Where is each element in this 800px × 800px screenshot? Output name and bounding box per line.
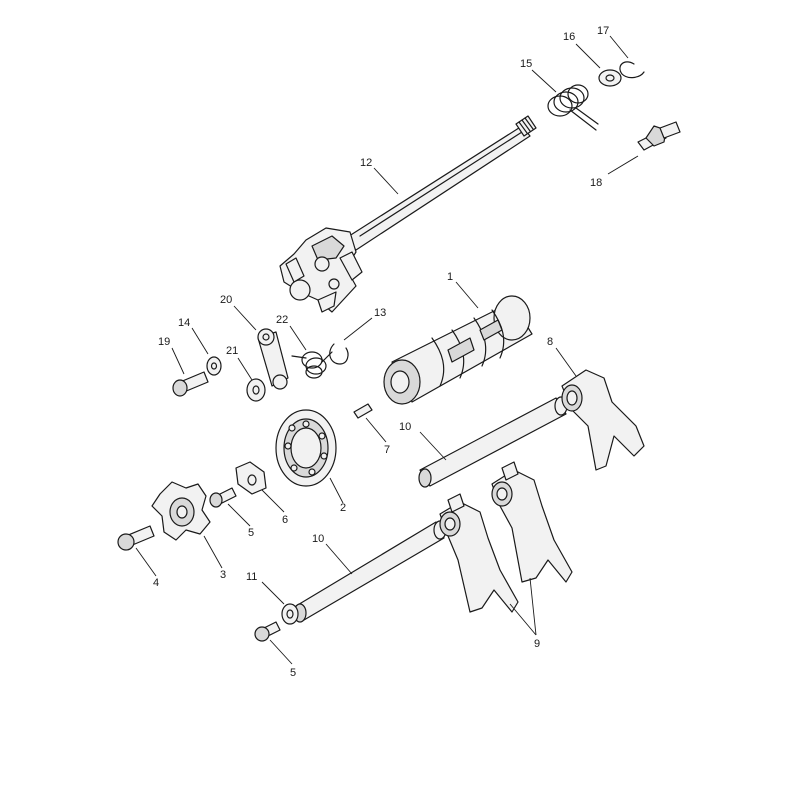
- part-9-selector-forks: [439, 461, 573, 613]
- leader-5b: [269, 639, 293, 665]
- callout-2: 2: [340, 502, 346, 514]
- callout-10-lower: 10: [312, 533, 324, 545]
- callout-13: 13: [374, 307, 386, 319]
- leader-18: [607, 155, 639, 175]
- callout-15: 15: [520, 58, 532, 70]
- callout-7: 7: [384, 444, 390, 456]
- part-4-bolt: [117, 525, 155, 551]
- part-16-washer: [598, 69, 622, 87]
- part-15-spring: [547, 84, 599, 131]
- shaft-thread-end: [515, 115, 537, 137]
- selector-plate: [279, 227, 363, 313]
- leader-19: [171, 347, 185, 375]
- part-5-bolt-lower: [254, 621, 281, 642]
- leader-9b: [529, 577, 537, 636]
- leader-7: [365, 417, 387, 443]
- callout-11: 11: [246, 571, 257, 583]
- leader-13: [343, 317, 373, 341]
- leader-22: [289, 325, 307, 351]
- part-5-bolt-upper: [209, 487, 237, 508]
- callout-18: 18: [590, 177, 602, 189]
- callout-19: 19: [158, 336, 170, 348]
- callout-5-lower: 5: [290, 667, 296, 679]
- part-21-washer: [246, 378, 266, 402]
- callout-14: 14: [178, 317, 190, 329]
- callout-10-upper: 10: [399, 421, 411, 433]
- callout-12: 12: [360, 157, 372, 169]
- leader-10b: [325, 543, 353, 575]
- leader-lines: [135, 35, 639, 665]
- callout-22: 22: [276, 314, 288, 326]
- part-22-spring: [291, 351, 333, 379]
- leader-10a: [419, 431, 447, 461]
- leader-20: [233, 305, 257, 331]
- leader-6: [261, 489, 285, 513]
- callout-labels: 1 2 3 4 5 5 6 7 8 9 10 10 11 12 13 14 15…: [153, 25, 609, 679]
- leader-14: [191, 327, 209, 355]
- callout-4: 4: [153, 577, 159, 589]
- leader-12: [373, 167, 399, 195]
- leader-1: [455, 281, 479, 309]
- leader-2: [329, 477, 344, 504]
- leader-15: [531, 69, 557, 93]
- callout-1: 1: [447, 271, 453, 283]
- callout-20: 20: [220, 294, 232, 306]
- part-1-selector-drum: [383, 295, 533, 405]
- part-10-fork-rod-lower: [293, 520, 447, 623]
- callout-17: 17: [597, 25, 609, 37]
- callout-21: 21: [226, 345, 238, 357]
- callout-9: 9: [534, 638, 540, 650]
- callout-8: 8: [547, 336, 553, 348]
- part-17-circlip: [619, 61, 645, 79]
- callout-5-upper: 5: [248, 527, 254, 539]
- part-14-washer: [206, 356, 222, 376]
- part-6-cam-plate: [235, 461, 267, 495]
- leader-3: [203, 535, 223, 569]
- leader-21: [237, 357, 253, 381]
- part-18-stud: [637, 121, 681, 151]
- part-3-detent-star: [151, 481, 211, 541]
- leader-8: [555, 347, 577, 377]
- part-20-stopper-arm: [257, 328, 289, 390]
- leader-4: [135, 547, 157, 577]
- leader-17: [609, 35, 629, 59]
- leader-9a: [509, 603, 537, 636]
- callout-16: 16: [563, 31, 575, 43]
- part-13-circlip: [329, 343, 349, 365]
- leader-11: [261, 581, 285, 605]
- part-8-selector-fork: [561, 369, 645, 471]
- part-10-fork-rod-upper: [418, 396, 568, 488]
- part-11-washer: [281, 603, 299, 625]
- leader-16: [575, 43, 601, 69]
- part-12-selector-shaft: [279, 115, 537, 313]
- leader-5a: [227, 503, 251, 527]
- callout-3: 3: [220, 569, 226, 581]
- part-7-dowel-pin: [353, 403, 373, 419]
- callout-6: 6: [282, 514, 288, 526]
- part-19-bolt: [172, 371, 209, 397]
- part-2-bearing: [275, 409, 337, 487]
